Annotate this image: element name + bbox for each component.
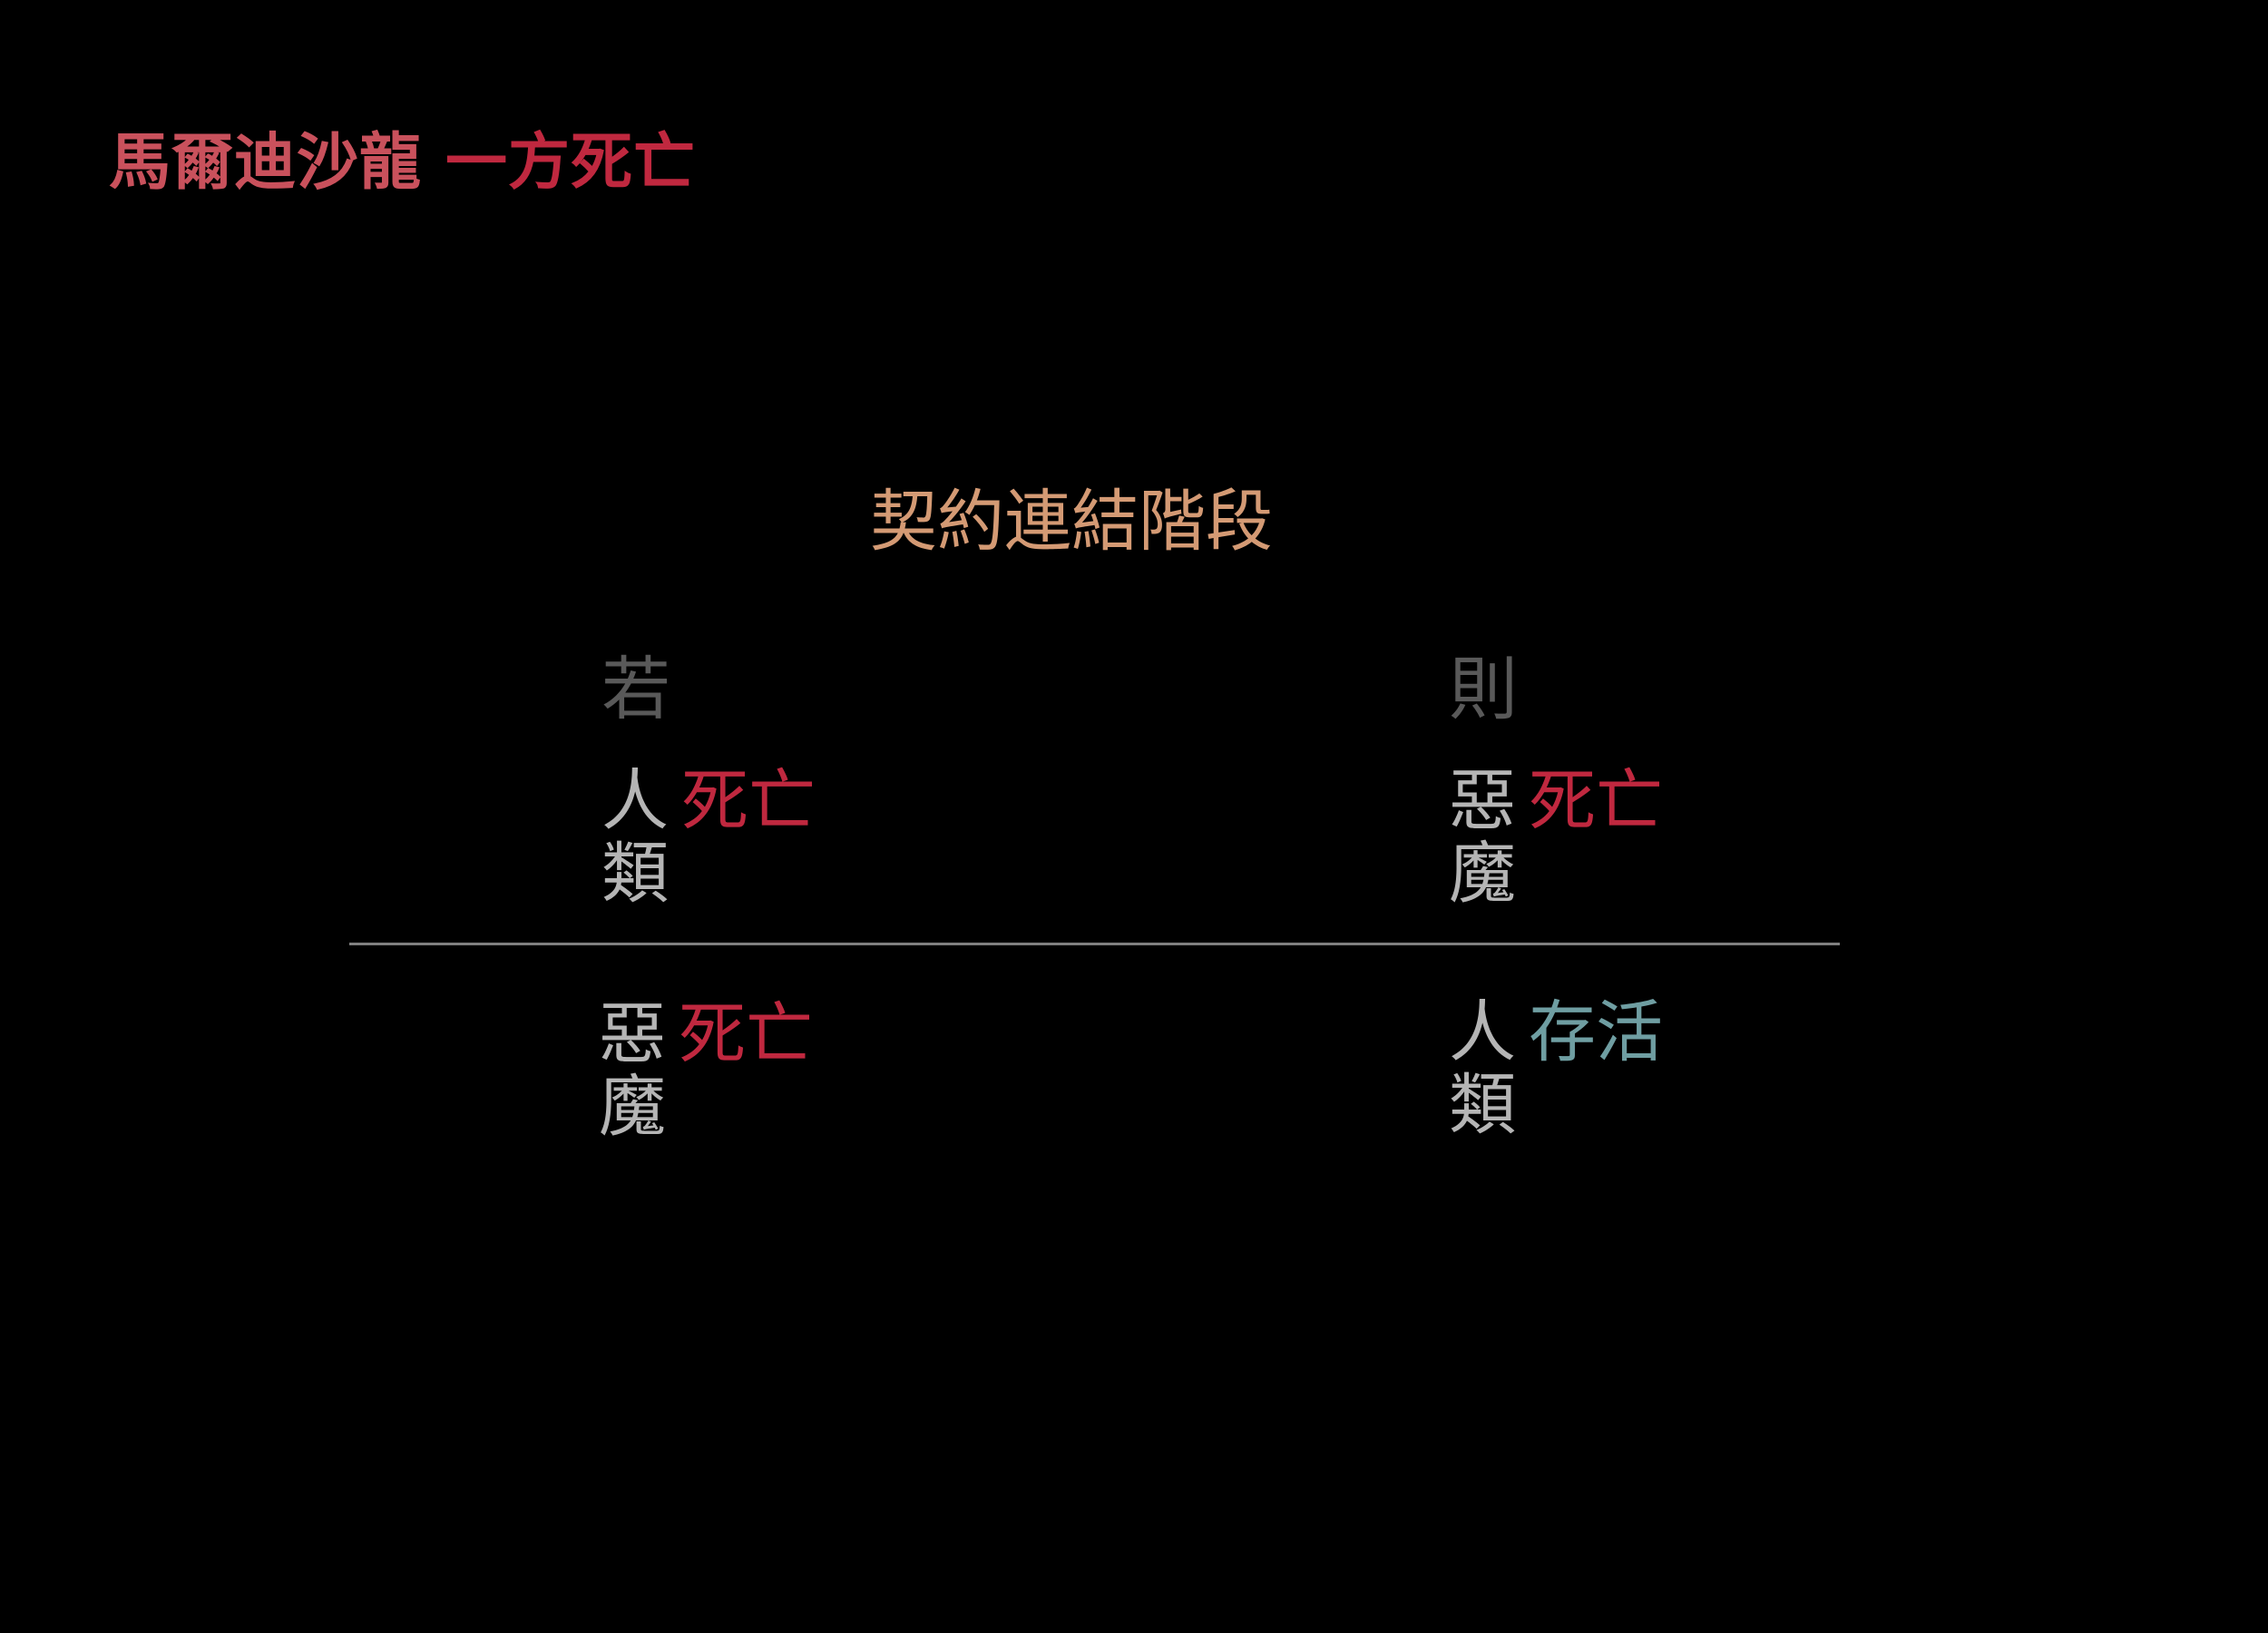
row-1-if-subject: 人類 <box>601 762 669 913</box>
title-name: 馬爾迪沙龍 <box>109 126 423 199</box>
column-label-then: 則 <box>1449 649 1518 729</box>
row-1-then-cell: 惡魔 死亡 <box>1449 765 1663 910</box>
row-2-then-subject: 人類 <box>1449 993 1516 1144</box>
row-2-if-outcome: 死亡 <box>679 995 813 1073</box>
row-1-then-subject: 惡魔 <box>1449 762 1516 913</box>
title-event: 一方死亡 <box>445 126 697 199</box>
row-1-if-outcome: 死亡 <box>681 762 816 840</box>
column-label-if: 若 <box>601 649 670 729</box>
section-heading: 契約連結階段 <box>870 483 1273 561</box>
row-2-if-cell: 惡魔 死亡 <box>599 998 813 1143</box>
row-1-then-outcome: 死亡 <box>1529 762 1663 840</box>
row-1-if-cell: 人類 死亡 <box>601 765 816 910</box>
row-2-if-subject: 惡魔 <box>599 995 666 1146</box>
row-2-then-outcome: 存活 <box>1529 993 1663 1071</box>
page-title: 馬爾迪沙龍一方死亡 <box>109 132 696 193</box>
row-divider <box>349 943 1840 945</box>
row-2-then-cell: 人類 存活 <box>1449 996 1663 1141</box>
